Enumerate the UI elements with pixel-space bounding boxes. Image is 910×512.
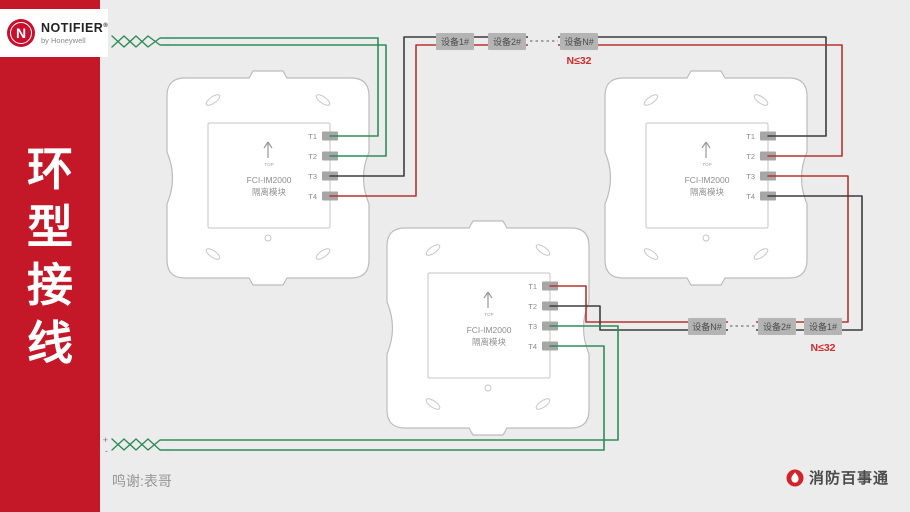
page-title: 环 型 接 线 — [0, 146, 100, 366]
wire-chain1-black — [329, 36, 827, 177]
wire-loop-in-green-b — [167, 44, 387, 157]
title-char: 线 — [27, 317, 73, 369]
device-box — [688, 318, 726, 335]
title-char: 接 — [27, 259, 73, 311]
device-label-2: 设备2# — [493, 36, 521, 47]
isolator-module-bottom — [386, 220, 590, 436]
notifier-logo-letter: N — [15, 25, 27, 41]
wire-chain1-red — [329, 44, 843, 197]
notifier-logo-icon: N — [7, 19, 35, 47]
device-limit-top: N≤32 — [566, 55, 591, 67]
fire-brand-icon — [786, 469, 804, 486]
device-box — [436, 33, 474, 50]
device-label-n: 设备N# — [564, 36, 594, 47]
footer-brand-name: 消防百事通 — [809, 470, 890, 487]
device-box — [488, 33, 526, 50]
isolator-module-top-right — [604, 70, 808, 286]
brand-subtitle: by Honeywell — [41, 35, 86, 45]
credit-text: 鸣谢:表哥 — [112, 473, 172, 489]
device-box — [560, 33, 598, 50]
polarity-minus-bottom: - — [105, 446, 108, 456]
device-label-1: 设备1# — [809, 321, 837, 332]
wire-loop-out-green-a — [167, 325, 619, 441]
footer-brand: 消防百事通 — [786, 467, 889, 488]
device-label-2: 设备2# — [763, 321, 791, 332]
notifier-logo-text: NOTIFIER® by Honeywell — [41, 20, 109, 45]
device-box — [758, 318, 796, 335]
twisted-pair-bottom-icon — [111, 438, 169, 451]
sidebar — [0, 0, 100, 512]
polarity-plus-bottom: + — [103, 435, 108, 445]
device-limit-right: N≤32 — [810, 342, 835, 354]
registered-mark: ® — [103, 22, 109, 29]
twisted-pair-top-icon — [111, 35, 169, 48]
twisted-pair-bottom-icon — [111, 438, 169, 451]
wire-loop-in-green-a — [167, 37, 379, 137]
device-label-1: 设备1# — [441, 36, 469, 47]
brand-name: NOTIFIER — [41, 20, 104, 35]
notifier-logo: N NOTIFIER® by Honeywell — [0, 9, 108, 57]
device-box — [804, 318, 842, 335]
title-char: 环 — [27, 143, 73, 195]
device-label-n: 设备N# — [692, 321, 722, 332]
isolator-module-top-left — [166, 70, 370, 286]
wire-loop-out-green-b — [167, 345, 605, 451]
title-char: 型 — [27, 201, 73, 253]
